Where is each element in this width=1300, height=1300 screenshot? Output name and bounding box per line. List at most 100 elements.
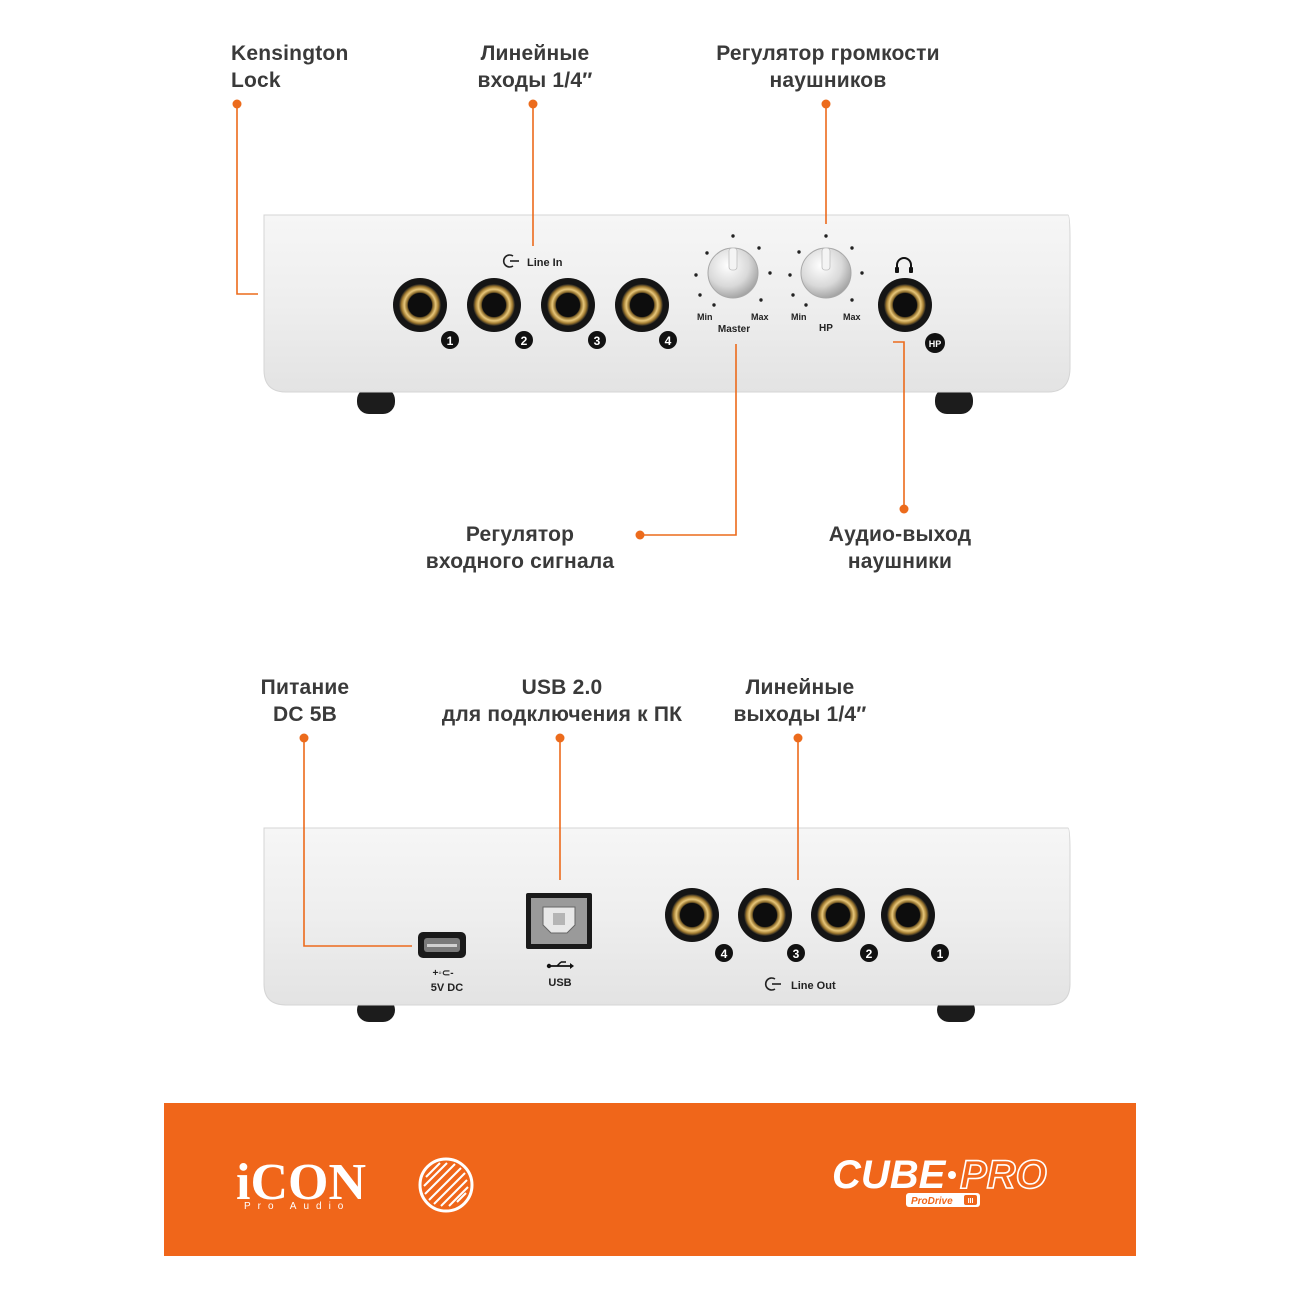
callout-headphone-volume: Регулятор громкости наушников [688,40,968,94]
hp-knob-scale [788,234,864,307]
product-name-dot [948,1171,956,1179]
usb-icon [546,961,574,969]
output-jack-1[interactable] [881,888,935,942]
leader-dot [899,504,909,514]
svg-text:1: 1 [447,334,454,348]
line-in-icon [502,254,519,268]
callout-line-1: Линейные [745,676,855,699]
callout-line-2: наушников [769,69,887,92]
hp-volume-knob[interactable] [800,247,852,299]
callout-line-2: DC 5В [272,703,337,726]
svg-text:ProDrive: ProDrive [911,1196,953,1207]
callout-line-1: Аудио-выход [828,523,972,546]
brand-emblem-icon [418,1157,474,1213]
headphone-jack[interactable] [878,278,932,332]
leader-input-gain [640,344,737,536]
svg-text:III: III [968,1198,974,1205]
master-label: Master [718,324,750,335]
callout-usb: USB 2.0 для подключения к ПК [420,674,704,728]
dc-power-port[interactable] [418,932,466,958]
callout-line-2: выходы 1/4″ [733,703,867,726]
svg-text:2: 2 [866,947,873,961]
output-number-badge: 2 [860,944,878,962]
input-jack-3[interactable] [541,278,595,332]
output-number-badge: 1 [931,944,949,962]
callout-line-1: Линейные [480,42,590,65]
output-jack-4[interactable] [665,888,719,942]
brand-logo: iCON [236,1154,366,1211]
svg-text:4: 4 [721,947,728,961]
headphones-icon [895,257,913,273]
callout-power: Питание DC 5В [230,674,380,728]
output-jack-3[interactable] [738,888,792,942]
svg-text:1: 1 [937,947,944,961]
callout-line-2: наушники [847,550,953,573]
output-number-badge: 3 [787,944,805,962]
line-out-label: Line Out [791,980,836,992]
prodrive-badge: ProDrive III [906,1193,980,1207]
hp-badge: HP [925,333,945,353]
callout-line-2: входы 1/4″ [477,69,593,92]
svg-text:3: 3 [793,947,800,961]
device-foot [935,388,973,414]
callout-line-1: Kensington [231,42,349,65]
input-number-badge: 1 [441,331,459,349]
dc-polarity-symbol: +◦⊂- [432,968,453,979]
callout-line-1: USB 2.0 [521,676,603,699]
svg-text:HP: HP [929,339,942,349]
callout-line-1: Питание [260,676,350,699]
master-knob[interactable] [707,247,759,299]
callout-line-2: Lock [231,69,281,92]
dc-label: 5V DC [431,982,463,994]
leader-hp-output [893,341,905,509]
svg-text:3: 3 [594,334,601,348]
output-jack-2[interactable] [811,888,865,942]
brand-banner: iCON Pro Audio CUBE PRO ProDrive III [164,1103,1136,1256]
input-jack-2[interactable] [467,278,521,332]
input-jack-4[interactable] [615,278,669,332]
line-in-label: Line In [527,257,563,269]
callout-input-gain: Регулятор входного сигнала [400,521,640,575]
hp-knob-label: HP [819,323,833,334]
product-name-pro: PRO [960,1153,1047,1197]
output-number-badge: 4 [715,944,733,962]
leader-dot [232,99,242,109]
leader-dot [635,530,645,540]
device-foot [357,388,395,414]
callout-line-1: Регулятор [465,523,575,546]
usb-label: USB [548,977,571,989]
callout-line-outputs: Линейные выходы 1/4″ [700,674,900,728]
callout-line-inputs: Линейные входы 1/4″ [435,40,635,94]
input-number-badge: 3 [588,331,606,349]
callout-line-2: для подключения к ПК [441,703,683,726]
leader-dot [555,733,565,743]
hp-min-label: Min [791,312,807,322]
callout-kensington-lock: Kensington Lock [231,40,349,94]
leader-dot [821,99,831,109]
input-jack-1[interactable] [393,278,447,332]
leader-dot [299,733,309,743]
leader-dot [793,733,803,743]
svg-text:4: 4 [665,334,672,348]
banner-background [164,1103,1136,1256]
leader-kensington [236,104,258,295]
master-knob-scale [694,234,772,307]
input-number-badge: 4 [659,331,677,349]
svg-text:2: 2 [521,334,528,348]
usb-b-port[interactable] [526,893,592,949]
input-number-badge: 2 [515,331,533,349]
master-max-label: Max [751,312,769,322]
callout-headphone-output: Аудио-выход наушники [800,521,1000,575]
leader-power [303,738,412,947]
callout-line-2: входного сигнала [425,550,615,573]
line-out-icon [764,977,781,991]
leader-dot [528,99,538,109]
hp-max-label: Max [843,312,861,322]
master-min-label: Min [697,312,713,322]
product-name-cube: CUBE [832,1153,947,1197]
brand-sub: Pro Audio [244,1201,350,1212]
callout-line-1: Регулятор громкости [716,42,940,65]
